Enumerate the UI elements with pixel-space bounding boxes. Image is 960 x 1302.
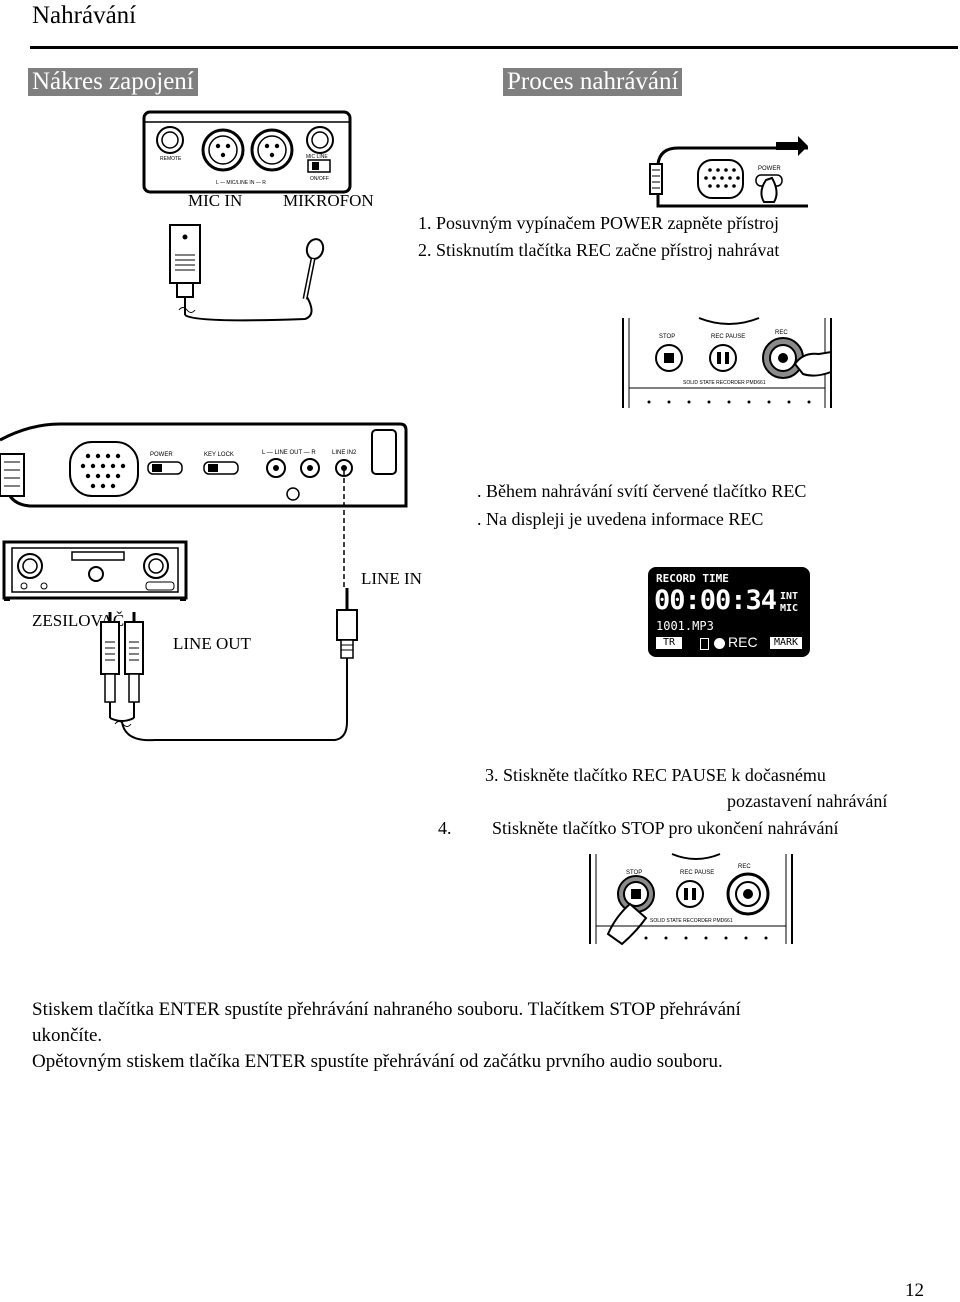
bullet-rec-lit: . Během nahrávání svítí červené tlačítko… <box>477 481 807 501</box>
rec-label: REC <box>775 330 788 336</box>
rca-and-jack-cable <box>100 588 358 742</box>
recorder-name-2: SOLID STATE RECORDER PMD661 <box>650 918 733 924</box>
recorder-power-side: POWER <box>649 136 808 208</box>
step-4: Stiskněte tlačítko STOP pro ukončení nah… <box>492 818 839 838</box>
display-file: 1001.MP3 <box>656 619 714 633</box>
remote-label: REMOTE <box>160 156 182 162</box>
mic-in-label: MIC IN <box>188 191 243 210</box>
xlr-plug-and-microphone <box>169 224 325 322</box>
display-time: 00:00:34 <box>654 585 777 616</box>
mic-line-label: MIC LINE <box>306 154 328 160</box>
section-heading-wiring: Nákres zapojení <box>28 68 198 96</box>
rec-label-2: REC <box>738 864 751 870</box>
stop-button-panel: STOP REC PAUSE REC SOLID STATE RECORDER … <box>589 853 793 946</box>
display-tr: TR <box>656 637 682 649</box>
rec-pause-label-2: REC PAUSE <box>680 870 714 876</box>
amplifier <box>2 540 188 601</box>
recorder-input-panel: REMOTE MIC LINE ON/OFF L — MIC/LINE IN —… <box>142 110 352 194</box>
line-out-label: LINE OUT <box>173 634 251 653</box>
mikrofon-label: MIKROFON <box>283 191 374 210</box>
line-in-label: LINE IN <box>361 569 422 588</box>
mic-line-in-label: L — MIC/LINE IN — R <box>216 180 266 186</box>
power-label-top: POWER <box>758 166 781 172</box>
stop-label-2: STOP <box>626 870 642 876</box>
power-label: POWER <box>150 452 173 458</box>
title-rule <box>30 46 958 49</box>
step-3-continued: pozastavení nahrávání <box>727 791 888 811</box>
display-mic: MIC <box>780 603 799 614</box>
key-lock-label: KEY LOCK <box>204 452 234 458</box>
step-2: 2. Stisknutím tlačítka REC začne přístro… <box>418 240 780 260</box>
on-off-label: ON/OFF <box>310 176 329 182</box>
page-title: Nahrávání <box>32 2 137 29</box>
line-in-connection-dashed <box>343 470 345 588</box>
recorder-lcd-display: RECORD TIME 00:00:34 INT MIC 1001.MP3 TR… <box>648 567 810 657</box>
rec-dot-icon <box>714 638 725 649</box>
page-number: 12 <box>905 1280 924 1301</box>
section-heading-recording: Proces nahrávání <box>503 68 683 96</box>
stop-label: STOP <box>659 334 675 340</box>
rec-button-panel: STOP REC PAUSE REC SOLID STATE RECORDER … <box>622 317 832 408</box>
step-3: 3. Stiskněte tlačítko REC PAUSE k dočasn… <box>485 765 826 785</box>
paragraph-replay: Opětovným stiskem tlačíka ENTER spustíte… <box>32 1051 723 1072</box>
display-mark: MARK <box>770 637 802 649</box>
bullet-display-info: . Na displeji je uvedena informace REC <box>477 509 764 529</box>
battery-icon <box>700 638 709 650</box>
paragraph-playback: Stiskem tlačítka ENTER spustíte přehrává… <box>32 999 741 1020</box>
step-4-number: 4. <box>438 818 452 838</box>
paragraph-playback-end: ukončíte. <box>32 1025 103 1046</box>
display-rec: REC <box>728 634 758 650</box>
rec-pause-label: REC PAUSE <box>711 334 745 340</box>
line-in2-label: LINE IN2 <box>332 450 357 456</box>
recorder-line-panel: POWER KEY LOCK L — LINE OUT — R LINE IN2 <box>0 422 408 508</box>
step-1: 1. Posuvným vypínačem POWER zapněte přís… <box>418 213 779 233</box>
recorder-name-1: SOLID STATE RECORDER PMD661 <box>683 380 766 386</box>
display-int: INT <box>780 591 799 602</box>
line-out-label-device: L — LINE OUT — R <box>262 450 316 456</box>
display-record-time: RECORD TIME <box>656 572 729 585</box>
